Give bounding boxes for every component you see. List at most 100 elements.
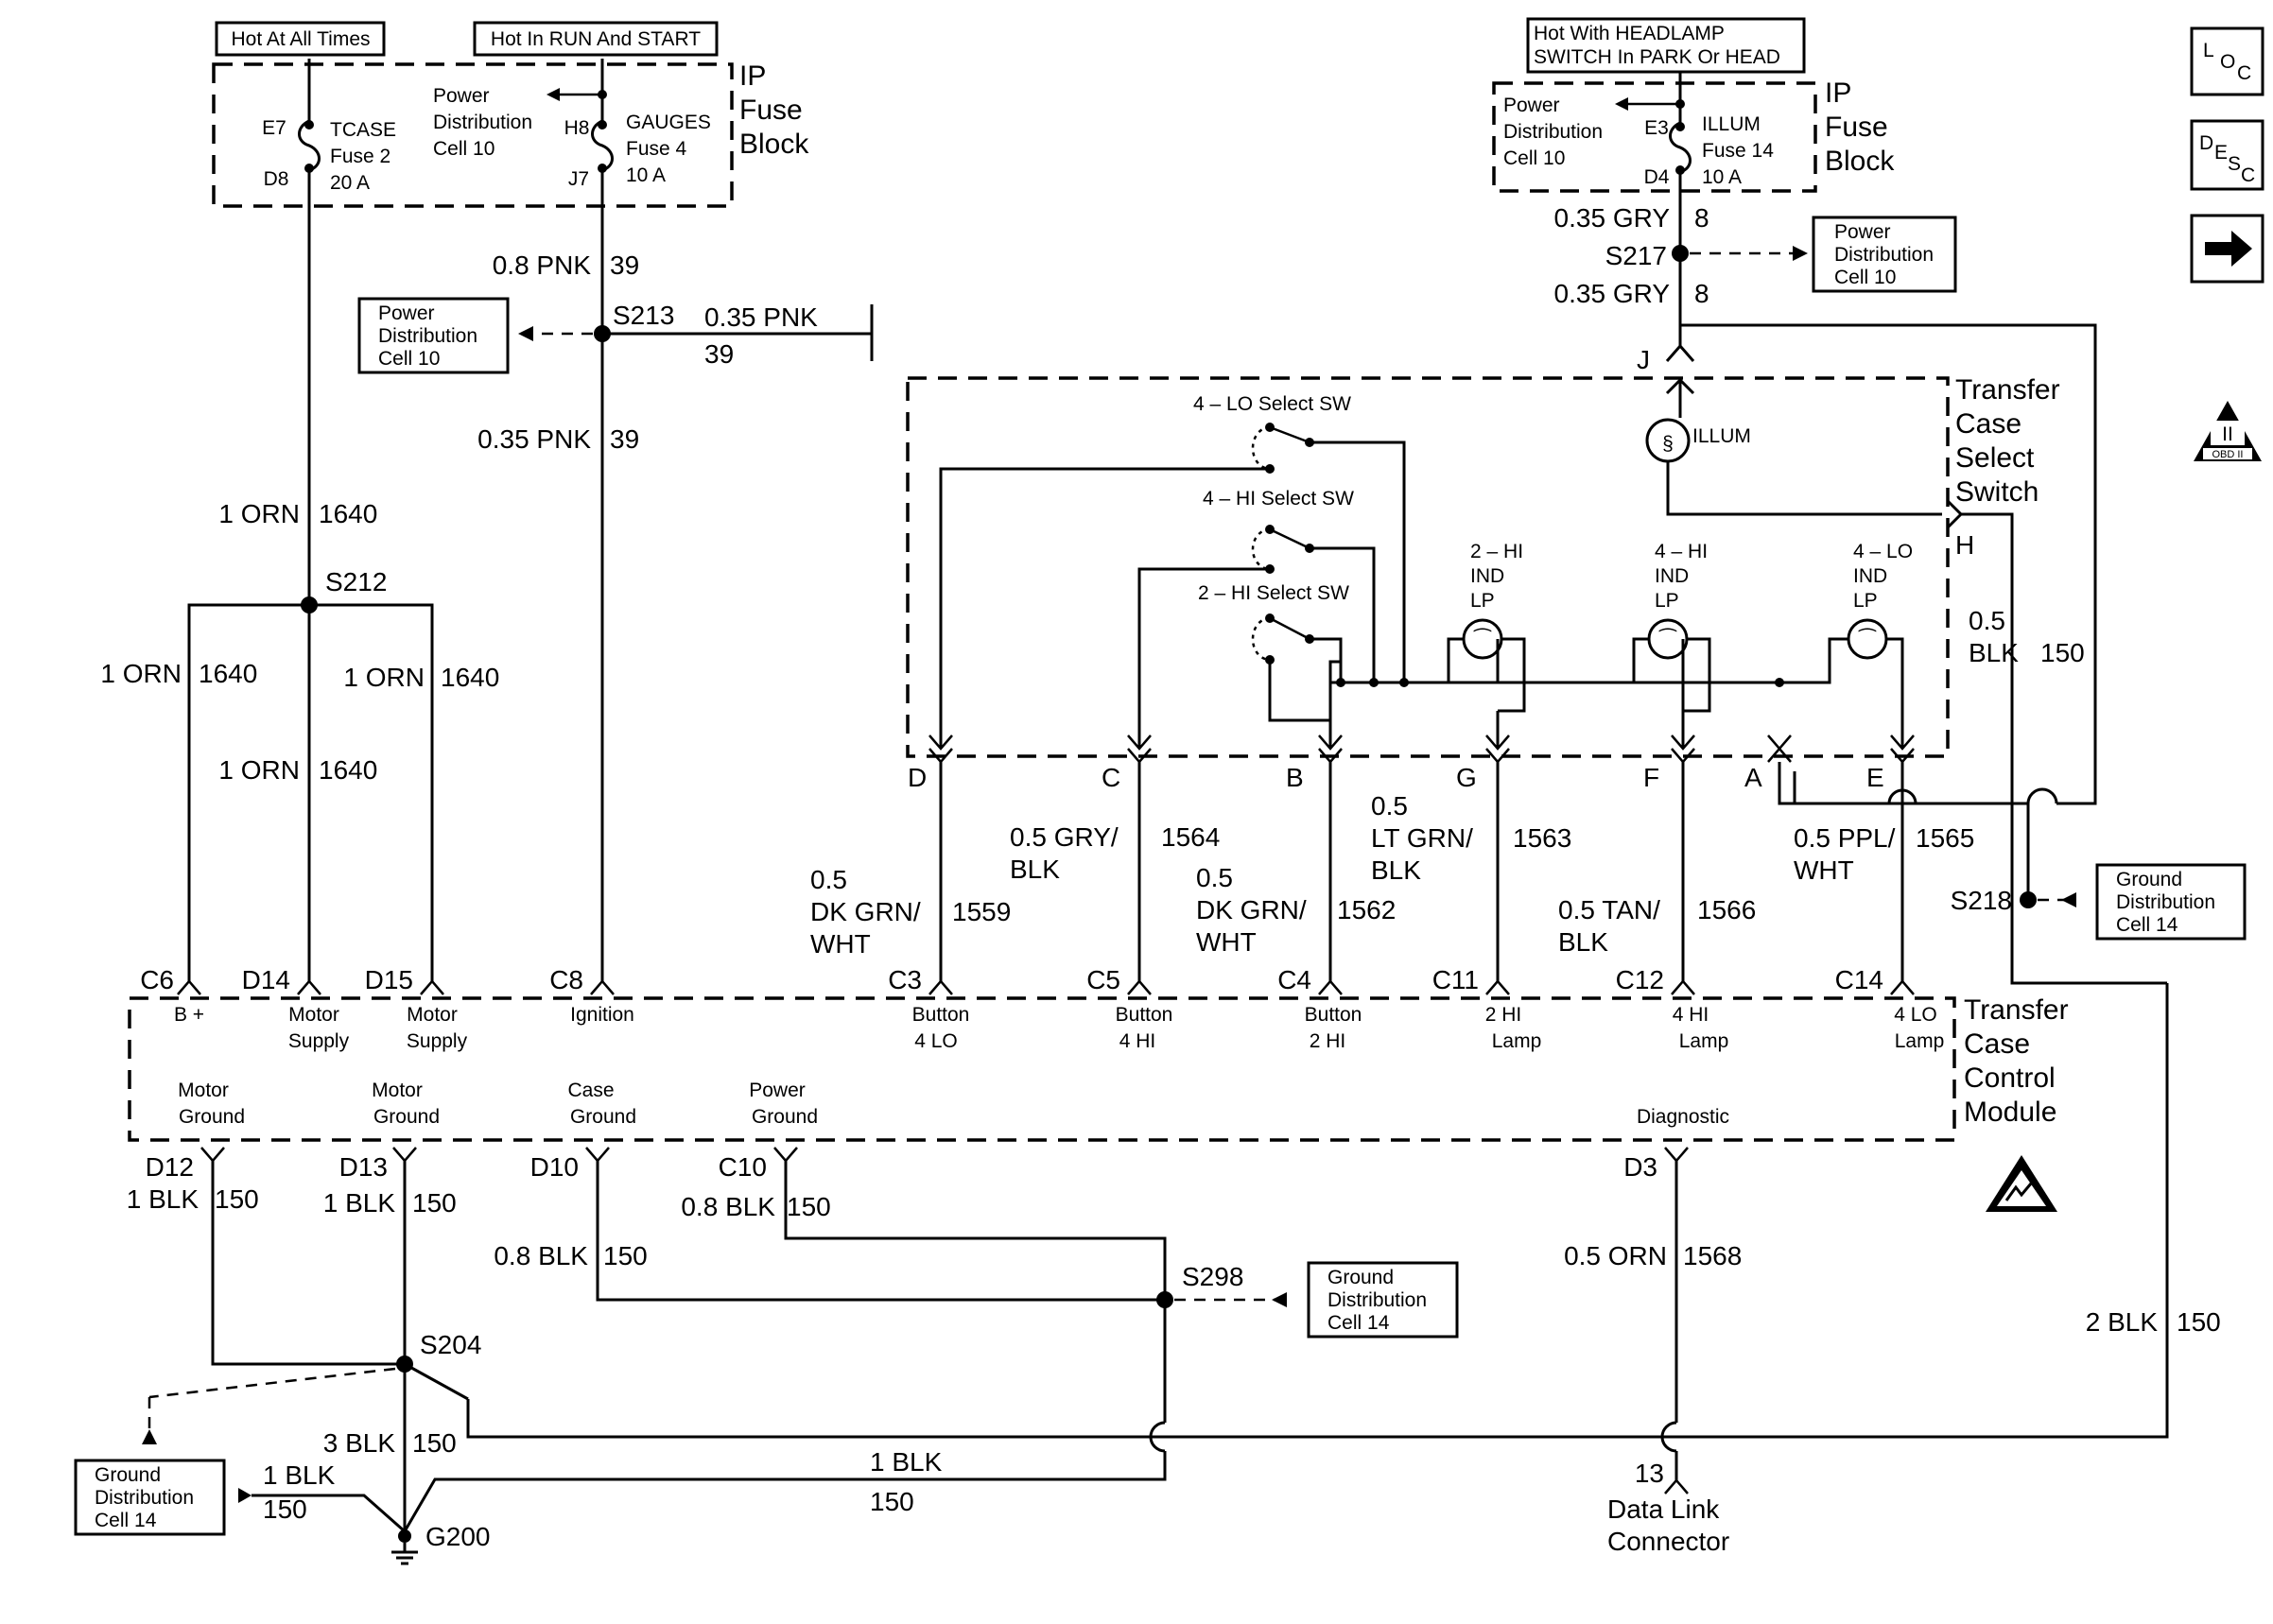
lamp-4hi-label: LP — [1655, 590, 1679, 612]
wire-blk150-color: 2 BLK — [2086, 1307, 2159, 1337]
ref-ground-distribution-s298-label: Distribution — [1327, 1289, 1427, 1311]
splice-s298-label: S298 — [1182, 1262, 1243, 1291]
module-pin-desc: Motor — [178, 1080, 229, 1101]
ground-g200-label: G200 — [425, 1522, 491, 1551]
lamp-2hi-label: 2 – HI — [1470, 541, 1523, 562]
splice-s217 — [1672, 245, 1689, 262]
module-label: Case — [1964, 1028, 2030, 1060]
ref-ground-distribution-g200-label: Ground — [95, 1464, 161, 1486]
wire-blk150-color: 0.8 BLK — [681, 1192, 775, 1221]
lamp-4lo-label: IND — [1853, 565, 1887, 587]
right-fuse-power-dist-label: Power — [1503, 95, 1560, 116]
location-icon-letter: L — [2203, 40, 2214, 61]
description-icon-letter: D — [2199, 132, 2213, 154]
ref-ground-distribution-s298-label: Cell 14 — [1327, 1312, 1390, 1334]
ip-fuse-block-left: IP Fuse Block — [212, 60, 809, 208]
wire-blk150-circuit: 150 — [2177, 1307, 2221, 1337]
wire-1559-circuit: 1559 — [952, 897, 1011, 926]
wire-blk150-circuit: 150 — [412, 1188, 457, 1218]
wire-blk150-circuit: 150 — [870, 1487, 914, 1516]
module-pin-desc: Ground — [179, 1106, 245, 1128]
wire-orn1640-circuit: 1640 — [441, 663, 499, 692]
wire-1559-color: WHT — [810, 929, 871, 959]
wire-orn1640-color: 1 ORN — [218, 755, 300, 785]
header-hot-headlamp-line2: SWITCH In PARK Or HEAD — [1534, 46, 1780, 68]
pin-a-label: A — [1744, 763, 1762, 792]
wire-orn1640-circuit: 1640 — [199, 659, 257, 688]
wire-1564-color: 0.5 GRY/ — [1010, 822, 1119, 852]
ref-ground-distribution-s298-label: Ground — [1327, 1267, 1394, 1288]
ref-ground-distribution-s218-label: Ground — [2116, 869, 2182, 890]
module-pin-d3: D3 — [1623, 1152, 1657, 1182]
description-icon[interactable]: D E S C — [2190, 119, 2264, 191]
module-label: Control — [1964, 1063, 2056, 1094]
module-pin-desc: B + — [174, 1004, 204, 1026]
ref-ground-distribution-s218[interactable] — [2095, 863, 2247, 941]
wire-1563-circuit: 1563 — [1513, 823, 1571, 853]
pin-e-label: E — [1866, 763, 1884, 792]
dlc-pin-label: 13 — [1635, 1459, 1664, 1488]
ip-fuse-block-right-label: Fuse — [1825, 112, 1888, 143]
pin-c-label: C — [1102, 763, 1120, 792]
module-pin-desc: Button — [1116, 1004, 1173, 1026]
ref-ground-distribution-g200[interactable] — [74, 1459, 226, 1536]
module-pin-desc: Button — [1305, 1004, 1362, 1026]
ref-ground-distribution-s298[interactable] — [1307, 1261, 1459, 1339]
ip-fuse-block-left-label: IP — [739, 60, 766, 92]
esd-warning-icon — [1986, 1155, 2057, 1212]
dlc-label: Connector — [1607, 1527, 1729, 1556]
pin-g-label: G — [1456, 763, 1477, 792]
wire-1565-color: 0.5 PPL/ — [1794, 823, 1896, 853]
location-icon[interactable]: L O C — [2190, 26, 2264, 96]
ref-power-distribution-right-label: Cell 10 — [1834, 267, 1896, 288]
switch-2hi — [1251, 613, 1343, 747]
module-pin-c14: C14 — [1835, 965, 1883, 994]
wire-1565-color: WHT — [1794, 855, 1854, 885]
pin-d-label: D — [908, 763, 927, 792]
wire-1563-color: LT GRN/ — [1371, 823, 1473, 853]
illum-fuse-bottom-pin: D4 — [1644, 166, 1670, 188]
tcase-fuse-label: 20 A — [330, 172, 370, 194]
module-pin-desc: 4 LO — [914, 1030, 958, 1052]
tcase-fuse-top-pin: E7 — [262, 117, 286, 139]
tcase-fuse-label: Fuse 2 — [330, 146, 390, 167]
left-fuse-power-dist-label: Power — [433, 85, 490, 107]
wire-blk150-circuit: 150 — [263, 1494, 307, 1524]
wire-1566-color: BLK — [1558, 927, 1608, 957]
module-pin-c5: C5 — [1086, 965, 1120, 994]
wire-blk150-color: 1 BLK — [263, 1460, 336, 1490]
module-pin-c10: C10 — [719, 1152, 767, 1182]
switch-label: Transfer — [1955, 374, 2060, 406]
svg-text:⁀: ⁀ — [1659, 628, 1677, 651]
splice-s218-label: S218 — [1951, 886, 2012, 915]
module-label: Transfer — [1964, 994, 2069, 1026]
splice-s213-label: S213 — [613, 301, 674, 330]
module-pin-desc: Ground — [373, 1106, 440, 1128]
illum-fuse-top-pin: E3 — [1644, 117, 1669, 139]
gauges-fuse-label: GAUGES — [626, 112, 711, 133]
next-arrow-icon[interactable] — [2190, 214, 2264, 284]
wire-blk150-color: 0.8 BLK — [494, 1241, 588, 1270]
illum-fuse-label: Fuse 14 — [1702, 140, 1774, 162]
ref-power-distribution-right[interactable] — [1812, 216, 1957, 293]
svg-text:§: § — [1662, 433, 1674, 455]
illum-fuse-label: 10 A — [1702, 166, 1742, 188]
description-icon-letter: E — [2214, 142, 2228, 164]
wire-pnk39-circuit: 39 — [610, 251, 639, 280]
module-pin-c11: C11 — [1432, 965, 1479, 994]
wire-blk150-circuit: 150 — [2040, 638, 2085, 667]
header-hot-headlamp-line1: Hot With HEADLAMP — [1534, 23, 1725, 44]
module-top-pins — [177, 979, 1915, 995]
module-pin-d10: D10 — [530, 1152, 579, 1182]
wire-blk150-color: 3 BLK — [323, 1428, 396, 1458]
wire-pnk39-color: 0.8 PNK — [493, 251, 592, 280]
wire-1566-color: 0.5 TAN/ — [1558, 895, 1660, 924]
module-pin-desc: Motor — [288, 1004, 339, 1026]
lamp-4lo-ind: 4 – LO IND LP ⁀ — [1801, 541, 1913, 747]
module-pin-desc: Motor — [407, 1004, 458, 1026]
ref-power-distribution-left[interactable] — [357, 297, 510, 374]
description-icon-letter: S — [2228, 153, 2241, 175]
wire-orn1640-circuit: 1640 — [319, 755, 377, 785]
wire-pnk39-color: 0.35 PNK — [704, 302, 818, 332]
